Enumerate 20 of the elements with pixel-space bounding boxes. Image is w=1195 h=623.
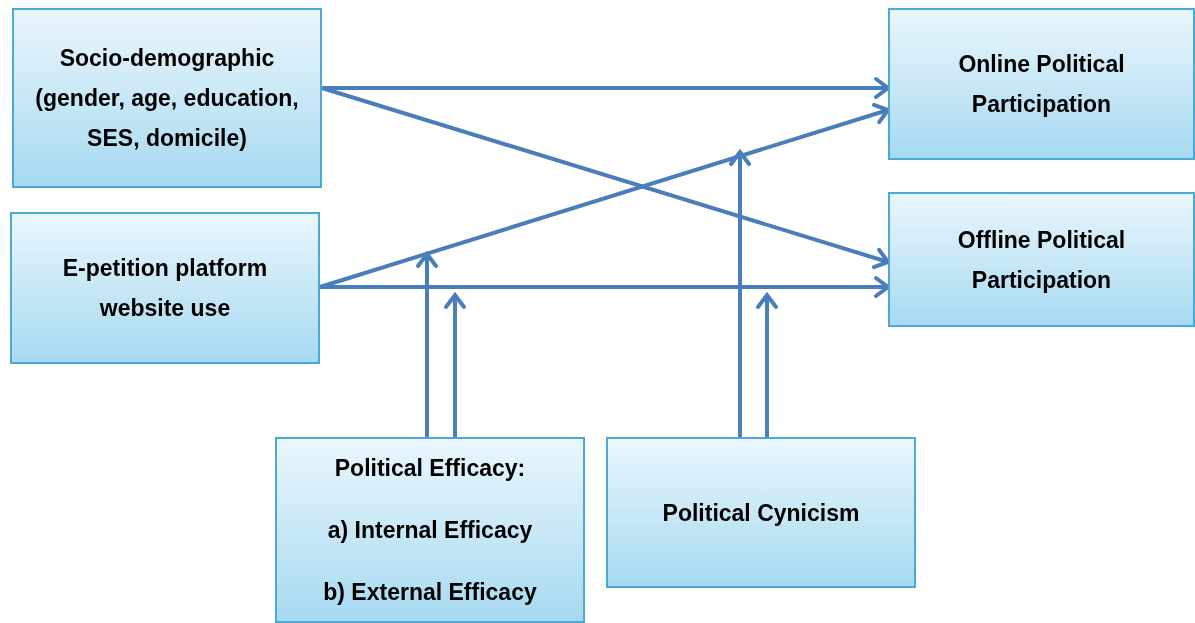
box-text: Political Efficacy:	[334, 454, 526, 483]
arrow	[756, 293, 778, 437]
box-text: a) Internal Efficacy	[327, 516, 533, 545]
concept-box	[888, 8, 1195, 160]
concept-box	[888, 192, 1195, 327]
concept-box	[275, 437, 585, 623]
box-text: b) External Efficacy	[323, 578, 537, 607]
concept-box	[10, 212, 320, 364]
arrow	[416, 252, 438, 437]
arrow	[444, 293, 466, 437]
arrow	[729, 150, 751, 437]
concept-box	[606, 437, 916, 588]
box-text: Offline Political Participation	[956, 225, 1127, 295]
box-text: Online Political Participation	[957, 50, 1126, 119]
box-text: Political Cynicism	[662, 498, 860, 528]
box-text: E-petition platform website use	[61, 254, 269, 323]
arrow	[322, 77, 890, 99]
concept-box	[12, 8, 322, 188]
box-text: Socio-demographic (gender, age, education, SES, domicile)	[34, 44, 300, 153]
arrow	[320, 276, 890, 298]
